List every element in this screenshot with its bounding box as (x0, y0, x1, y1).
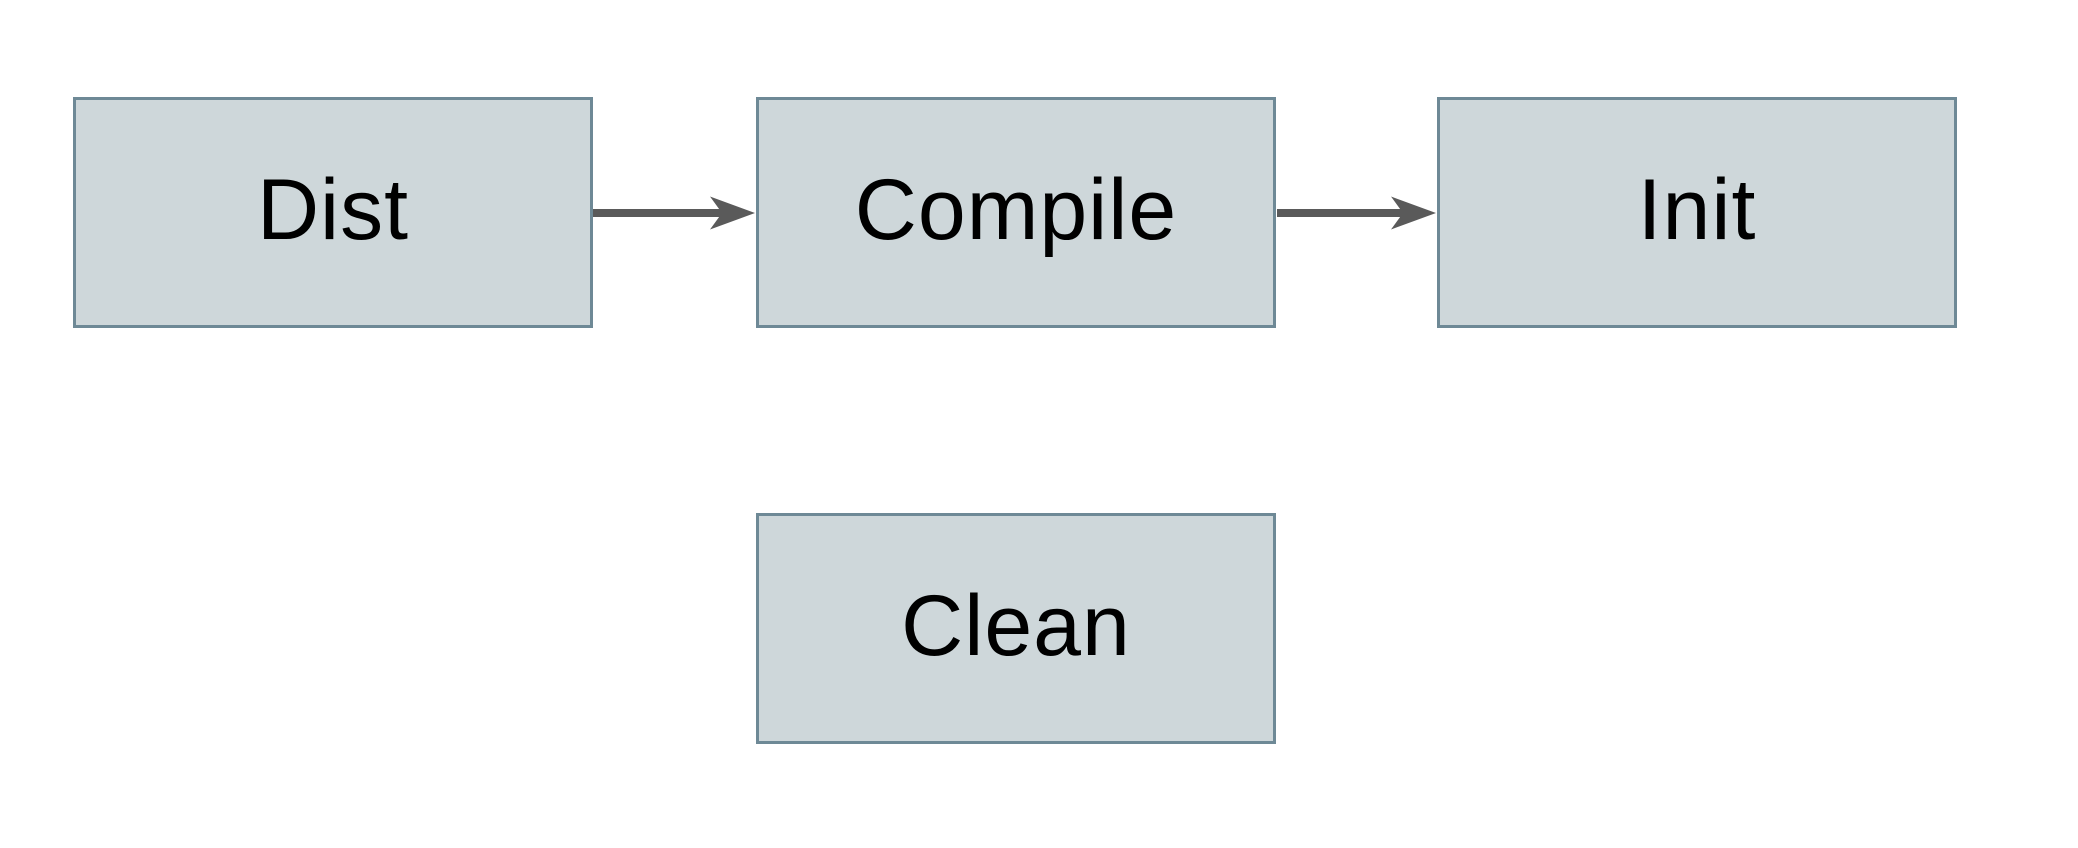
node-init-label: Init (1637, 161, 1757, 258)
node-compile: Compile (756, 97, 1276, 328)
node-dist-label: Dist (256, 161, 410, 258)
node-clean-label: Clean (901, 577, 1131, 674)
node-compile-label: Compile (854, 161, 1178, 258)
arrowhead-icon (1391, 196, 1436, 230)
node-dist: Dist (73, 97, 593, 328)
node-init: Init (1437, 97, 1957, 328)
node-clean: Clean (756, 513, 1276, 744)
arrow-compile-to-init (1277, 196, 1436, 230)
arrow-dist-to-compile (593, 196, 755, 230)
arrowhead-icon (710, 196, 755, 230)
